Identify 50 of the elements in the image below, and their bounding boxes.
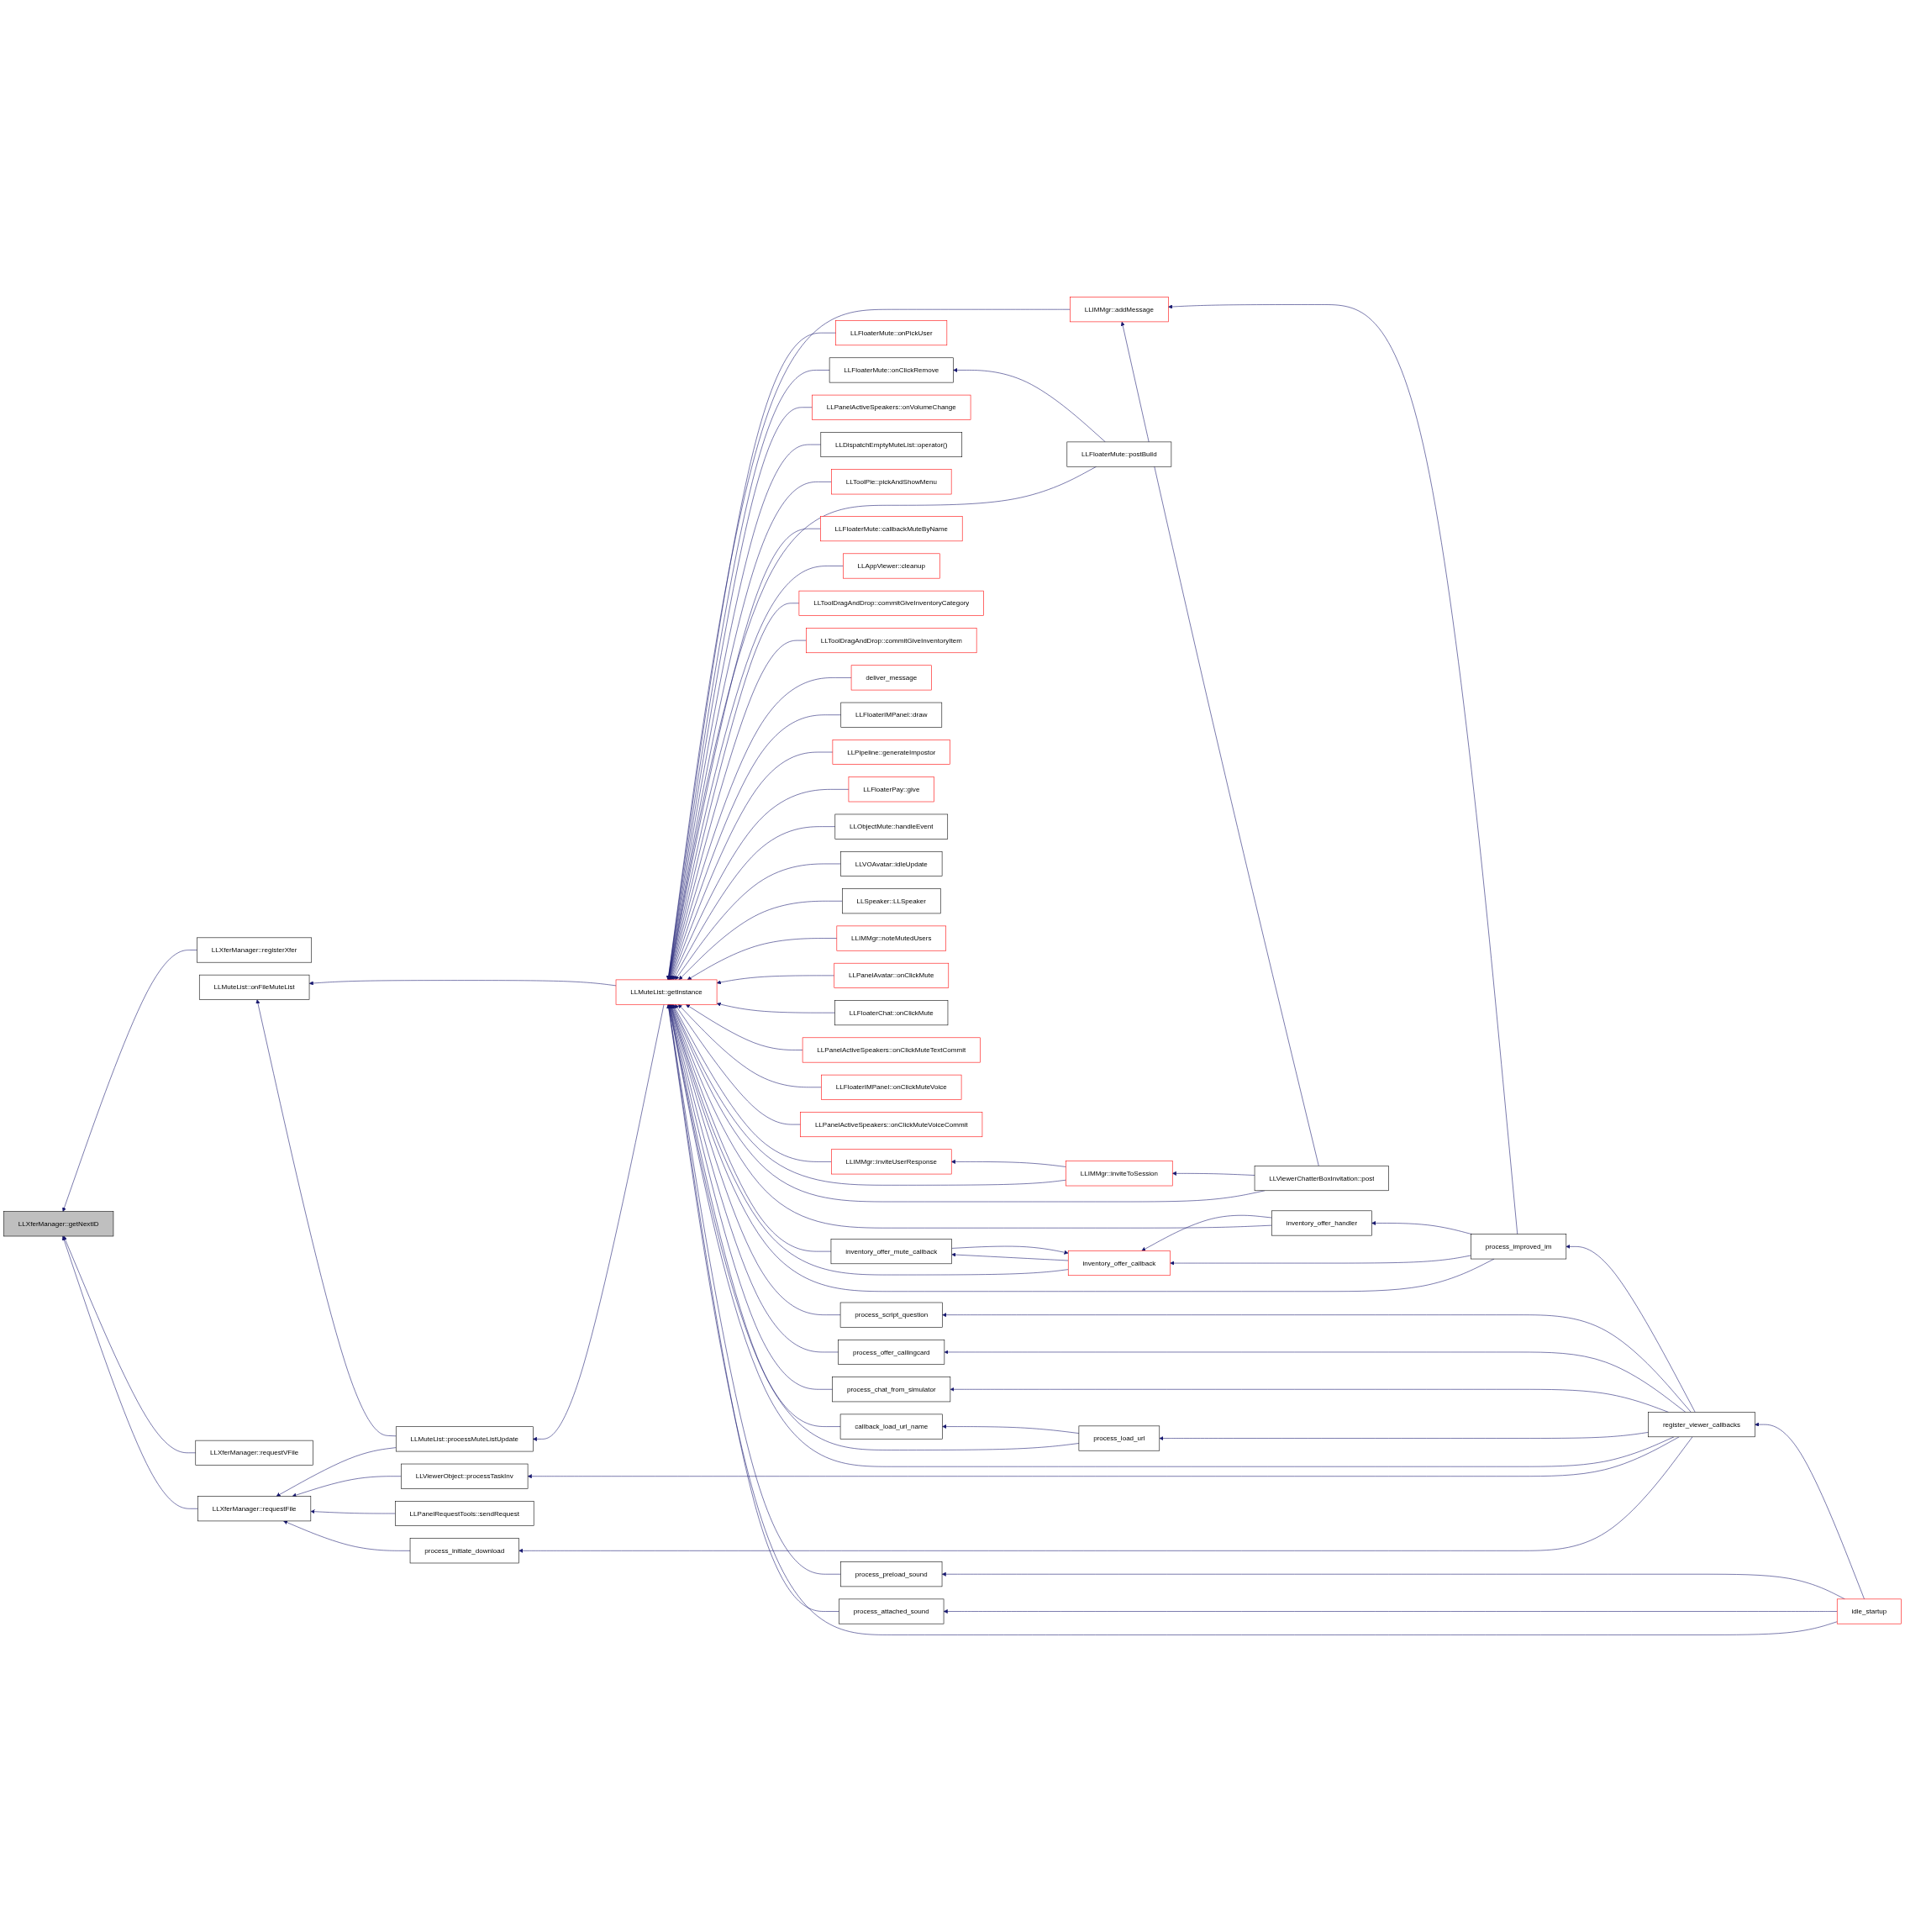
node-box: LLPipeline::generateImpostor [832, 740, 950, 765]
node-box: LLPanelActiveSpeakers::onClickMuteVoiceCommit [800, 1112, 983, 1138]
node-box: LLViewerChatterBoxInvitation::post [1254, 1166, 1389, 1192]
node-box: LLObjectMute::handleEvent [834, 813, 949, 840]
node-box: LLVOAvatar::idleUpdate [840, 851, 943, 877]
node-box: callback_load_url_name [839, 1413, 943, 1440]
node-box: deliver_message [850, 665, 932, 691]
node-box: LLXferManager::registerXfer [197, 937, 313, 963]
node-box: LLToolPie::pickAndShowMenu [831, 469, 952, 495]
node-box: LLAppViewer::cleanup [843, 553, 940, 579]
node-box: LLPanelActiveSpeakers::onVolumeChange [812, 394, 971, 420]
node-box: LLPanelAvatar::onClickMute [834, 962, 950, 988]
node-box: register_viewer_callbacks [1648, 1412, 1755, 1438]
node-box: LLDispatchEmptyMuteList::operator() [820, 432, 963, 457]
node-box: LLMuteList::getInstance [615, 979, 718, 1005]
node-box: LLIMMgr::noteMutedUsers [836, 925, 946, 951]
node-box: process_preload_sound [840, 1561, 943, 1587]
node-box: inventory_offer_mute_callback [830, 1239, 952, 1265]
node-box: LLViewerObject::processTaskInv [401, 1463, 529, 1489]
node-box: process_initiate_download [409, 1538, 519, 1564]
node-box: LLFloaterIMPanel::onClickMuteVoice [821, 1074, 962, 1100]
node-box: process_attached_sound [839, 1598, 945, 1624]
node-box: LLXferManager::getNextID [3, 1211, 114, 1237]
node-box: process_offer_callingcard [838, 1340, 945, 1365]
node-box: LLPanelActiveSpeakers::onClickMuteTextCommit [802, 1037, 981, 1063]
node-box: LLToolDragAndDrop::commitGiveInventoryCategory [798, 590, 984, 616]
node-box: LLMuteList::processMuteListUpdate [395, 1426, 534, 1452]
node-box: process_load_url [1078, 1425, 1160, 1451]
node-box: LLXferManager::requestFile [197, 1496, 312, 1522]
node-box: LLFloaterMute::postBuild [1066, 441, 1172, 467]
node-box: process_script_question [839, 1302, 943, 1328]
node-box: LLSpeaker::LLSpeaker [842, 888, 941, 914]
node-box: LLIMMgr::addMessage [1070, 297, 1169, 323]
node-box: inventory_offer_callback [1067, 1250, 1171, 1277]
node-box: LLXferManager::requestVFile [195, 1440, 313, 1466]
node-box: LLMuteList::onFileMuteList [198, 974, 310, 1000]
node-box: LLPanelRequestTools::sendRequest [395, 1501, 534, 1526]
node-box: LLFloaterMute::onClickRemove [829, 357, 954, 383]
node-box: LLFloaterChat::onClickMute [834, 1000, 949, 1026]
node-box: LLIMMgr::inviteToSession [1066, 1161, 1173, 1187]
node-box: process_improved_im [1471, 1234, 1567, 1260]
node-box: LLFloaterPay::give [848, 776, 934, 803]
node-box: LLIMMgr::inviteUserResponse [831, 1149, 952, 1175]
node-box: inventory_offer_handler [1271, 1210, 1372, 1236]
node-box: LLFloaterMute::callbackMuteByName [820, 516, 963, 542]
node-box: LLToolDragAndDrop::commitGiveInventoryItem [806, 628, 977, 654]
node-box: idle_startup [1836, 1598, 1902, 1624]
node-box: LLFloaterMute::onPickUser [835, 320, 948, 346]
node-box: process_chat_from_simulator [832, 1377, 951, 1403]
node-box: LLFloaterIMPanel::draw [840, 702, 943, 728]
